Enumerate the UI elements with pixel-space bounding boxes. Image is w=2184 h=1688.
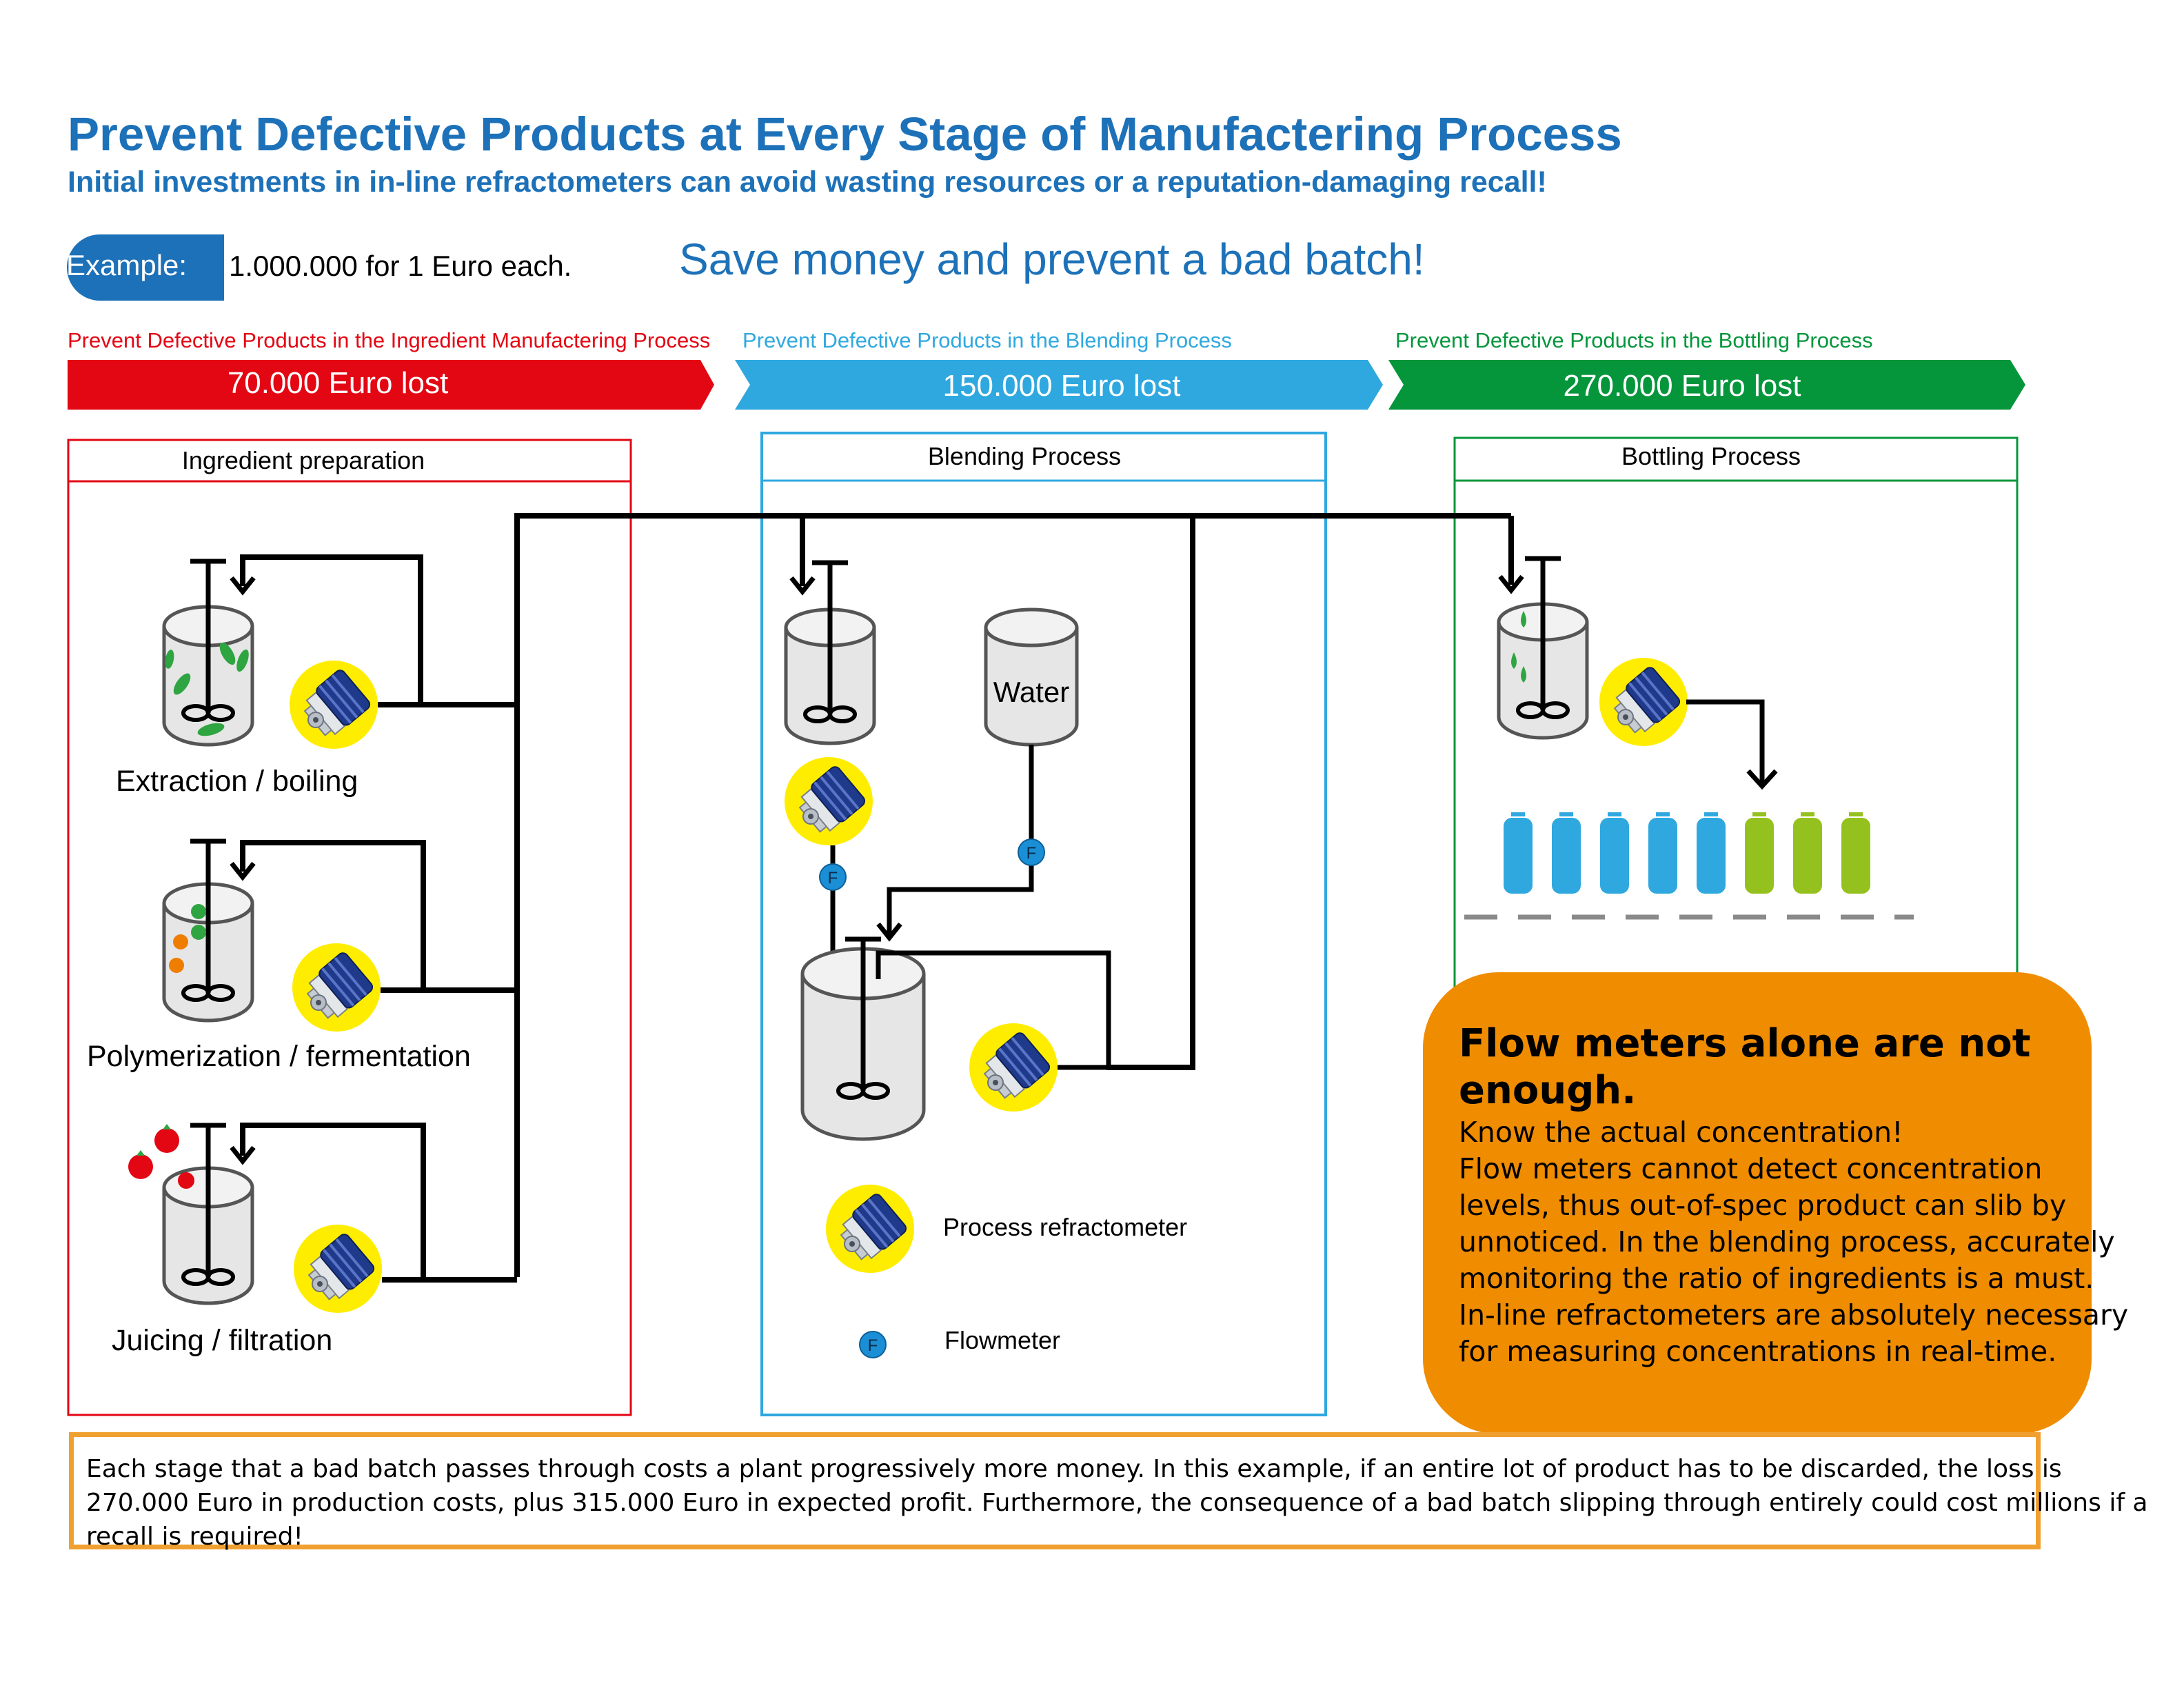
panel-title-blending: Blending Process: [928, 442, 1121, 470]
main-pipes: [421, 513, 1514, 1283]
loss-label-bottling: 270.000 Euro lost: [1564, 369, 1801, 403]
callout-box: Flow meters alone are not enough. Know t…: [1423, 972, 2129, 1434]
page-subtitle: Initial investments in in-line refractom…: [68, 165, 1547, 199]
example-text: 1.000.000 for 1 Euro each.: [229, 250, 572, 282]
callout-line: Flow meters cannot detect concentration: [1459, 1152, 2043, 1185]
recirc-line: [240, 840, 426, 993]
page-title: Prevent Defective Products at Every Stag…: [68, 108, 1622, 161]
legend-refractometer-icon: [825, 1183, 916, 1274]
panel-blending: Blending Process: [760, 432, 1327, 1416]
legend-refractometer-label: Process refractometer: [943, 1213, 1187, 1241]
recirc-line: [240, 1123, 426, 1283]
recirc-line: [876, 950, 1111, 1070]
stage-caption-ingredient: Prevent Defective Products in the Ingred…: [68, 328, 710, 352]
example-badge-label: Example:: [66, 249, 187, 281]
pipe-arrowheads: [789, 574, 1524, 596]
refractometer-icon: [968, 1022, 1059, 1113]
callout-line: Know the actual concentration!: [1459, 1116, 1903, 1149]
refractometer-icon: [783, 756, 874, 847]
refractometer-icon: [1598, 656, 1689, 747]
callout-line: unnoticed. In the blending process, accu…: [1459, 1225, 2115, 1258]
step-label-polymerization: Polymerization / fermentation: [87, 1040, 471, 1073]
bottle-blue: [1648, 812, 1677, 894]
footer-line: 270.000 Euro in production costs, plus 3…: [86, 1489, 2148, 1517]
callout-line: monitoring the ratio of ingredients is a…: [1459, 1262, 2094, 1295]
water-label: Water: [993, 676, 1069, 708]
panel-title-ingredient: Ingredient preparation: [182, 446, 425, 474]
loss-arrow-blending: 150.000 Euro lost: [735, 360, 1383, 410]
stage-caption-blending: Prevent Defective Products in the Blendi…: [742, 328, 1232, 352]
step-label-extraction: Extraction / boiling: [116, 765, 358, 798]
example-badge: Example:: [66, 234, 224, 301]
callout-line: In-line refractometers are absolutely ne…: [1459, 1298, 2129, 1332]
bottle-blue: [1697, 812, 1726, 894]
recirc-line: [240, 554, 423, 707]
bottle-blue: [1552, 812, 1581, 894]
bottle-green: [1841, 812, 1870, 894]
refractometer-icon: [288, 659, 379, 750]
loss-label-blending: 150.000 Euro lost: [943, 369, 1181, 403]
bottle-green: [1793, 812, 1822, 894]
water-line: [887, 745, 1034, 934]
bottling-line: [1686, 699, 1765, 783]
legend-flowmeter-label: Flowmeter: [944, 1326, 1060, 1354]
bottle-green: [1745, 812, 1774, 894]
flowmeter-icon: [1018, 838, 1045, 866]
tank-extraction: [162, 561, 254, 747]
tank-juicing: [128, 1124, 254, 1305]
footer-line: Each stage that a bad batch passes throu…: [86, 1455, 2062, 1483]
callout-line: levels, thus out-of-spec product can sli…: [1459, 1189, 2067, 1222]
step-label-juicing: Juicing / filtration: [112, 1324, 332, 1357]
tank-blend-feed: [784, 563, 876, 745]
bottle-blue: [1600, 812, 1629, 894]
loss-arrow-ingredient: 70.000 Euro lost: [68, 360, 714, 410]
stage-caption-bottling: Prevent Defective Products in the Bottli…: [1395, 328, 1873, 352]
callout-line: for measuring concentrations in real-tim…: [1459, 1335, 2057, 1368]
loss-arrow-bottling: 270.000 Euro lost: [1388, 360, 2025, 410]
footer-line: recall is required!: [86, 1523, 303, 1551]
tank-bottling: [1497, 559, 1589, 740]
callout-heading: Flow meters alone are not enough.: [1459, 1021, 2031, 1113]
bottle-blue: [1504, 812, 1533, 894]
bottle-row: [1504, 812, 1870, 894]
legend-flowmeter-icon: [859, 1331, 887, 1358]
refractometer-icon: [291, 942, 382, 1033]
example-slogan: Save money and prevent a bad batch!: [679, 234, 1425, 284]
flowmeter-icon: [819, 863, 847, 891]
tank-water: Water: [984, 607, 1079, 747]
panel-title-bottling: Bottling Process: [1621, 442, 1801, 470]
footer-note: Each stage that a bad batch passes throu…: [69, 1432, 2148, 1551]
tank-polymerization: [162, 841, 254, 1023]
tank-blend-main: [800, 939, 926, 1141]
loss-label-ingredient: 70.000 Euro lost: [228, 366, 448, 400]
refractometer-icon: [292, 1223, 383, 1314]
panel-ingredient: Ingredient preparation: [67, 439, 632, 1416]
